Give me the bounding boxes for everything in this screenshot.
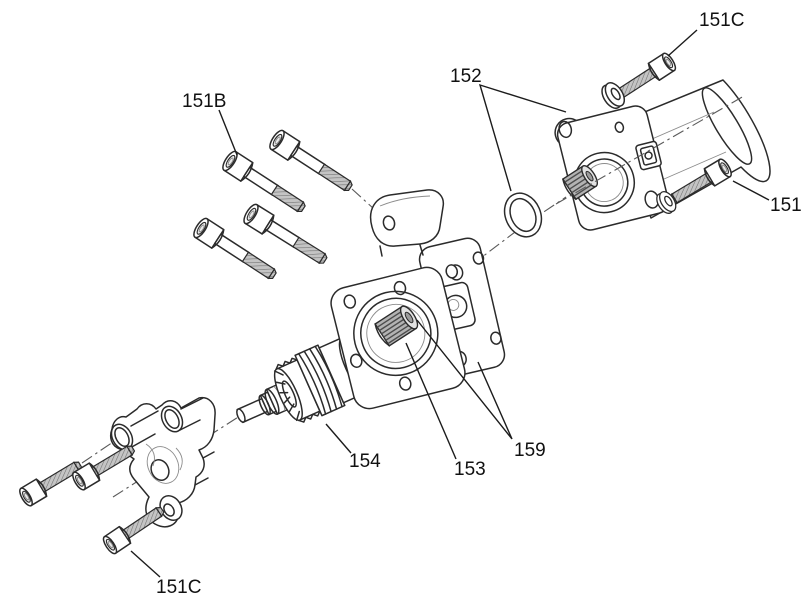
leader-lines (130, 29, 770, 578)
part-label-159: 159 (514, 440, 546, 461)
washer (656, 191, 677, 214)
bracket-center-boss (146, 446, 180, 484)
bolts-151c-upper (601, 50, 735, 214)
pinion-shaft-153 (374, 305, 419, 347)
part-label-152: 152 (450, 66, 482, 87)
socket-bolt (100, 500, 169, 557)
bolt-hole (558, 120, 573, 139)
part-label-151c-bottom: 151C (156, 577, 201, 598)
bolt-hole (382, 215, 396, 231)
bolt-axis-centerline (81, 439, 117, 464)
gear-housing (330, 189, 506, 410)
bolt-axis-centerline (351, 188, 386, 220)
mounting-bolts-151b (190, 127, 358, 286)
leader-151b (218, 109, 238, 156)
part-label-151b: 151B (182, 91, 226, 112)
leader-154 (325, 423, 352, 454)
bolt-hole (349, 353, 363, 368)
callout-labels: 151B 151C 152 151 154 153 159 151C (156, 10, 802, 598)
bolt-hole (490, 331, 502, 345)
leader-151c-bottom (130, 550, 161, 578)
leader-159 (416, 319, 513, 440)
motor-pinion-gear (561, 164, 599, 201)
bracket-tube-bore (160, 405, 184, 433)
leader-151 (732, 180, 770, 201)
support-bracket (109, 396, 216, 528)
leader-152 (478, 83, 567, 192)
part-label-153: 153 (454, 459, 486, 480)
part-label-151c-top: 151C (699, 10, 744, 31)
part-label-151: 151 (770, 195, 802, 216)
housing-top-lug (369, 189, 445, 247)
bolt-hole (343, 294, 357, 309)
bolt-hole (614, 121, 625, 133)
leader-153 (405, 342, 457, 460)
bolt-hole (398, 376, 412, 391)
bolt-hole (393, 280, 407, 296)
o-ring-seal-152 (503, 192, 543, 238)
housing-plug (445, 264, 464, 281)
washer (601, 82, 626, 110)
bolt-hole (163, 503, 175, 517)
motor-flange (554, 105, 670, 231)
motor-axis-centerline (555, 95, 745, 205)
part-label-154: 154 (349, 451, 381, 472)
starter-motor (554, 79, 771, 231)
bolt-hole (472, 251, 485, 265)
leader-151c-top (667, 29, 698, 57)
